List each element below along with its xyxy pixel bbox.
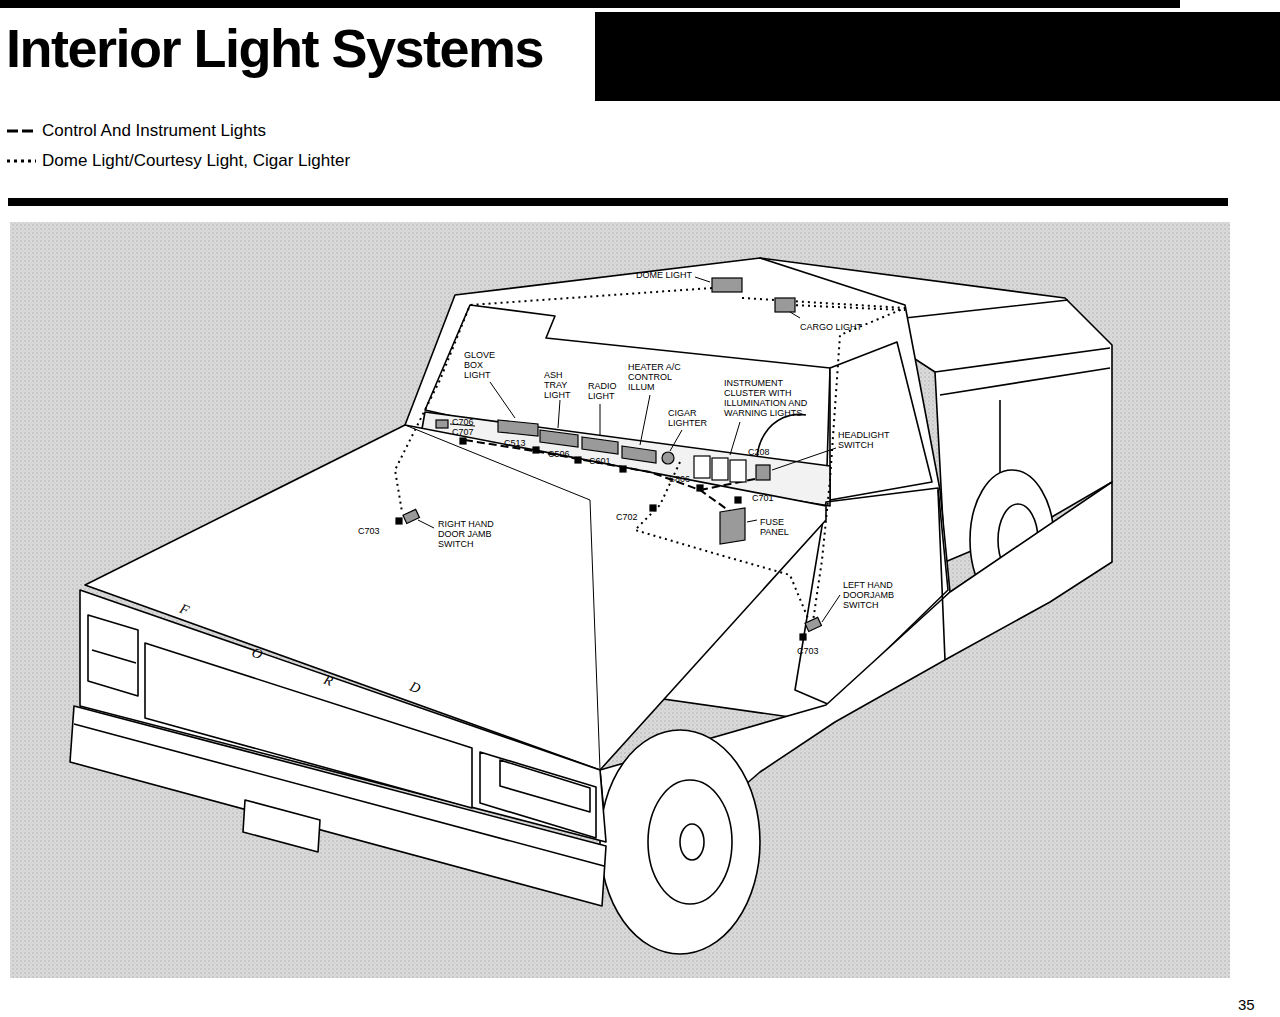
page-title: Interior Light Systems <box>6 16 543 80</box>
truck <box>70 258 1112 954</box>
components <box>396 278 821 640</box>
part-label: FUSE PANEL <box>760 517 796 537</box>
part-label: C701 <box>752 493 774 503</box>
legend-text: Dome Light/Courtesy Light, Cigar Lighter <box>42 151 350 171</box>
part-label: C703 <box>358 526 380 536</box>
part-label: C707 <box>452 427 474 437</box>
part-label: RIGHT HAND DOOR JAMB SWITCH <box>438 519 494 549</box>
part-label: C706 <box>452 417 474 427</box>
part-label: C702 <box>616 512 638 522</box>
part-label: C506 <box>548 449 570 459</box>
part-label: HEADLIGHT SWITCH <box>838 430 896 450</box>
header-block <box>595 12 1280 101</box>
part-label: LEFT HAND DOORJAMB SWITCH <box>843 580 903 610</box>
part-label: S806 <box>669 474 690 484</box>
page-number: 35 <box>1238 996 1255 1013</box>
part-label: INSTRUMENT CLUSTER WITH ILLUMINATION AND… <box>724 378 812 418</box>
part-label: C208 <box>748 447 770 457</box>
rule <box>8 198 1228 206</box>
part-label: CIGAR LIGHTER <box>668 408 710 428</box>
legend-text: Control And Instrument Lights <box>42 121 266 141</box>
legend-samples <box>7 131 36 161</box>
part-label: C513 <box>504 438 526 448</box>
stippled-ground <box>10 222 1230 978</box>
leader-lines <box>418 277 840 622</box>
part-label: C601 <box>589 456 611 466</box>
part-label: DOME LIGHT <box>636 270 692 280</box>
part-label: ASH TRAY LIGHT <box>544 370 576 400</box>
part-label: CARGO LIGHT <box>800 322 862 332</box>
wiring <box>395 288 905 628</box>
part-label: RADIO LIGHT <box>588 381 622 401</box>
part-label: GLOVE BOX LIGHT <box>464 350 498 380</box>
header-bar <box>0 0 1180 8</box>
part-label: HEATER A/C CONTROL ILLUM <box>628 362 688 392</box>
part-label: C703 <box>797 646 819 656</box>
